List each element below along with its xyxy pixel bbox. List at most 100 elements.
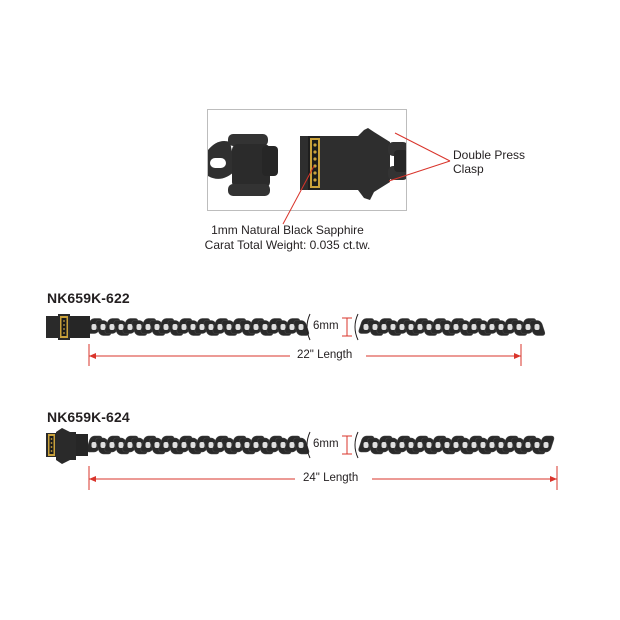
chain-link-gap [100, 324, 106, 330]
chain-link-gap [208, 442, 214, 448]
chain-link-gap [298, 442, 304, 448]
chain-link-gap [543, 442, 549, 448]
chain-link-gap [109, 324, 115, 330]
chain-link-gap [154, 442, 160, 448]
chain-link-gap [507, 442, 513, 448]
chain-link-gap [118, 324, 124, 330]
chain-link-gap [498, 442, 504, 448]
product-1-break-left [306, 313, 311, 341]
chain-link-gap [489, 324, 495, 330]
chain-link-gap [363, 442, 369, 448]
chain-link-gap [390, 324, 396, 330]
chain-link-gap [363, 324, 369, 330]
chain-link-gap [516, 324, 522, 330]
chain-link-gap [136, 324, 142, 330]
chain-link-gap [235, 442, 241, 448]
chain-link-gap [372, 442, 378, 448]
chain-link-gap [381, 324, 387, 330]
chain-link-gap [444, 442, 450, 448]
sapphire-label-line2: Carat Total Weight: 0.035 ct.tw. [204, 238, 371, 252]
product-1-sku: NK659K-622 [47, 290, 130, 306]
chain-link-gap [217, 442, 223, 448]
chain-link-gap [208, 324, 214, 330]
chain-link-gap [163, 324, 169, 330]
product-2-clasp [46, 428, 88, 464]
product-1-chain [86, 318, 546, 336]
chain-link-gap [471, 442, 477, 448]
chain-link-gap [471, 324, 477, 330]
double-press-clasp-label: Double Press Clasp [453, 148, 525, 176]
chain-link-gap [417, 442, 423, 448]
product-1-width-dimension [342, 317, 352, 337]
chain-link-gap [417, 324, 423, 330]
chain-link-gap [507, 324, 513, 330]
chain-link-gap [199, 324, 205, 330]
chain-link-gap [163, 442, 169, 448]
chain-link-gap [172, 324, 178, 330]
chain-link-gap [118, 442, 124, 448]
chain-link-gap [262, 442, 268, 448]
chain-link-gap [480, 324, 486, 330]
chain-link-gap [91, 442, 97, 448]
chain-link-gap [190, 324, 196, 330]
chain-link-gap [280, 442, 286, 448]
product-2-chain [86, 435, 555, 455]
product-2-width-label: 6mm [313, 438, 339, 450]
chain-link-gap [109, 442, 115, 448]
chain-link-gap [516, 442, 522, 448]
chain-link-gap [91, 324, 97, 330]
chain-link-gap [534, 442, 540, 448]
chain-link-gap [226, 442, 232, 448]
product-2-sku: NK659K-624 [47, 409, 130, 425]
chain-link-gap [181, 324, 187, 330]
clasp-leader-line-bottom [388, 160, 451, 182]
chain-link-gap [181, 442, 187, 448]
chain-link-gap [271, 442, 277, 448]
chain-link-gap [127, 324, 133, 330]
chain-link-gap [453, 324, 459, 330]
chain-link-gap [145, 442, 151, 448]
product-2-length-dimension [88, 466, 558, 490]
chain-link-gap [244, 324, 250, 330]
chain-link-gap [462, 324, 468, 330]
chain-link-gap [253, 324, 259, 330]
chain-link-gap [271, 324, 277, 330]
chain-link-gap [408, 442, 414, 448]
clasp-leader-line-top [394, 132, 451, 162]
chain-link-gap [426, 442, 432, 448]
product-1-clasp [46, 314, 90, 340]
chain-link-gap [399, 442, 405, 448]
product-1-length-label: 22" Length [297, 349, 353, 361]
chain-link-gap [480, 442, 486, 448]
product-2-width-dimension [342, 435, 352, 455]
chain-link-gap [444, 324, 450, 330]
chain-link-gap [525, 324, 531, 330]
chain-link-gap [154, 324, 160, 330]
chain-link-gap [426, 324, 432, 330]
chain-link-gap [408, 324, 414, 330]
chain-link-gap [226, 324, 232, 330]
product-1-break-right [354, 313, 359, 341]
chain-link-gap [172, 442, 178, 448]
chain-link-gap [534, 324, 540, 330]
chain-link-gap [262, 324, 268, 330]
chain-link-gap [280, 324, 286, 330]
product-2-length-label: 24" Length [303, 472, 359, 484]
chain-link-gap [525, 442, 531, 448]
product-2-break-left [306, 431, 311, 459]
chain-link-gap [498, 324, 504, 330]
chain-link-gap [136, 442, 142, 448]
chain-link-gap [235, 324, 241, 330]
chain-link-gap [253, 442, 259, 448]
chain-link-gap [399, 324, 405, 330]
chain-link-gap [217, 324, 223, 330]
chain-link-gap [435, 324, 441, 330]
chain-link-gap [372, 324, 378, 330]
product-2-break-right [354, 431, 359, 459]
chain-link-gap [298, 324, 304, 330]
chain-link-gap [489, 442, 495, 448]
clasp-label-line2: Clasp [453, 162, 484, 176]
